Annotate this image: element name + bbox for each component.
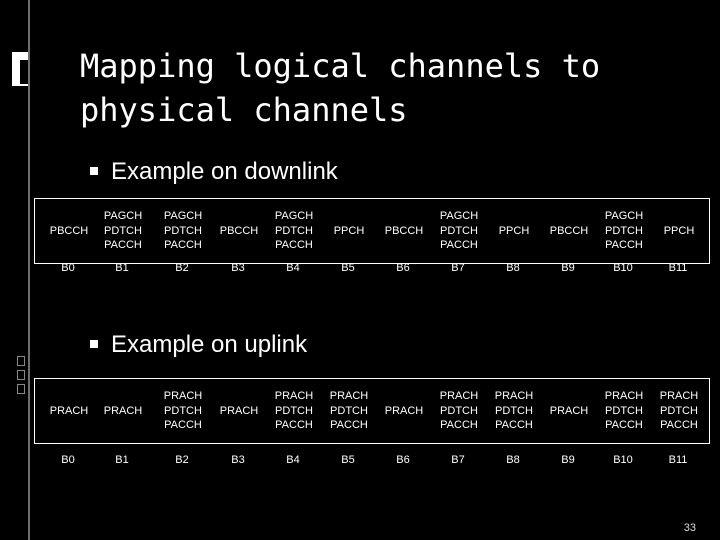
downlink-cell: PBCCH	[219, 224, 259, 237]
downlink-cell: PAGCH PDTCH PACCH	[604, 210, 644, 252]
uplink-row: PRACH PRACH PRACH PDTCH PACCH PRACH PRACH PD…	[34, 378, 710, 444]
uplink-heading-text: Example on uplink	[111, 331, 308, 358]
uplink-block-label: B6	[396, 454, 410, 466]
downlink-cell: PBCCH	[49, 224, 89, 237]
downlink-block-label: B3	[231, 262, 245, 274]
left-rule	[28, 0, 30, 540]
uplink-block-label: B5	[341, 454, 355, 466]
uplink-block-label: B11	[668, 454, 688, 466]
uplink-block-label: B3	[231, 454, 245, 466]
uplink-cell: PRACH PDTCH PACCH	[659, 390, 699, 432]
uplink-block-label: B0	[61, 454, 75, 466]
page-number: 33	[683, 522, 696, 534]
downlink-block-label: B6	[396, 262, 410, 274]
downlink-heading: Example on downlink	[90, 158, 338, 186]
downlink-cell: PAGCH PDTCH PACCH	[103, 210, 143, 252]
decor-square-1	[17, 356, 25, 366]
downlink-block-label: B9	[561, 262, 575, 274]
downlink-block-label: B8	[506, 262, 520, 274]
uplink-block-label: B10	[613, 454, 633, 466]
downlink-block-label: B11	[668, 262, 688, 274]
uplink-cell: PRACH	[384, 404, 424, 417]
title-marker-inner	[20, 60, 28, 84]
uplink-block-label: B7	[451, 454, 465, 466]
uplink-block-label: B1	[115, 454, 129, 466]
uplink-cell: PRACH	[549, 404, 589, 417]
downlink-block-label: B7	[451, 262, 465, 274]
uplink-heading: Example on uplink	[90, 331, 307, 359]
uplink-block-label: B8	[506, 454, 520, 466]
downlink-block-label: B10	[613, 262, 633, 274]
uplink-block-label: B4	[286, 454, 300, 466]
uplink-block-label: B9	[561, 454, 575, 466]
downlink-cell: PAGCH PDTCH PACCH	[439, 210, 479, 252]
bullet-icon	[90, 167, 98, 175]
uplink-cell: PRACH PDTCH PACCH	[439, 390, 479, 432]
downlink-cell: PBCCH	[384, 224, 424, 237]
slide-title: Mapping logical channels to physical cha…	[80, 47, 601, 129]
uplink-cell: PRACH	[49, 404, 89, 417]
bullet-icon	[90, 340, 98, 348]
uplink-cell: PRACH	[103, 404, 143, 417]
downlink-block-label: B4	[286, 262, 300, 274]
uplink-block-labels: B0 B1 B2 B3 B4 B5 B6 B7 B8 B9 B10 B11	[34, 454, 710, 470]
downlink-block-labels: B0 B1 B2 B3 B4 B5 B6 B7 B8 B9 B10 B11	[34, 262, 710, 278]
downlink-heading-text: Example on downlink	[111, 158, 338, 185]
uplink-cell: PRACH PDTCH PACCH	[163, 390, 203, 432]
downlink-cell: PAGCH PDTCH PACCH	[274, 210, 314, 252]
decor-square-2	[17, 370, 25, 380]
uplink-cell: PRACH PDTCH PACCH	[494, 390, 534, 432]
uplink-cell: PRACH PDTCH PACCH	[329, 390, 369, 432]
downlink-block-label: B2	[175, 262, 189, 274]
downlink-row: PBCCH PAGCH PDTCH PACCH PAGCH PDTCH PACCH P…	[34, 198, 710, 264]
downlink-block-label: B0	[61, 262, 75, 274]
downlink-cell: PAGCH PDTCH PACCH	[163, 210, 203, 252]
uplink-cell: PRACH	[219, 404, 259, 417]
downlink-cell: PPCH	[333, 224, 365, 237]
downlink-cell: PBCCH	[549, 224, 589, 237]
decor-square-3	[17, 384, 25, 394]
uplink-block-label: B2	[175, 454, 189, 466]
uplink-cell: PRACH PDTCH PACCH	[274, 390, 314, 432]
downlink-cell: PPCH	[663, 224, 695, 237]
downlink-block-label: B5	[341, 262, 355, 274]
uplink-cell: PRACH PDTCH PACCH	[604, 390, 644, 432]
downlink-cell: PPCH	[498, 224, 530, 237]
downlink-block-label: B1	[115, 262, 129, 274]
